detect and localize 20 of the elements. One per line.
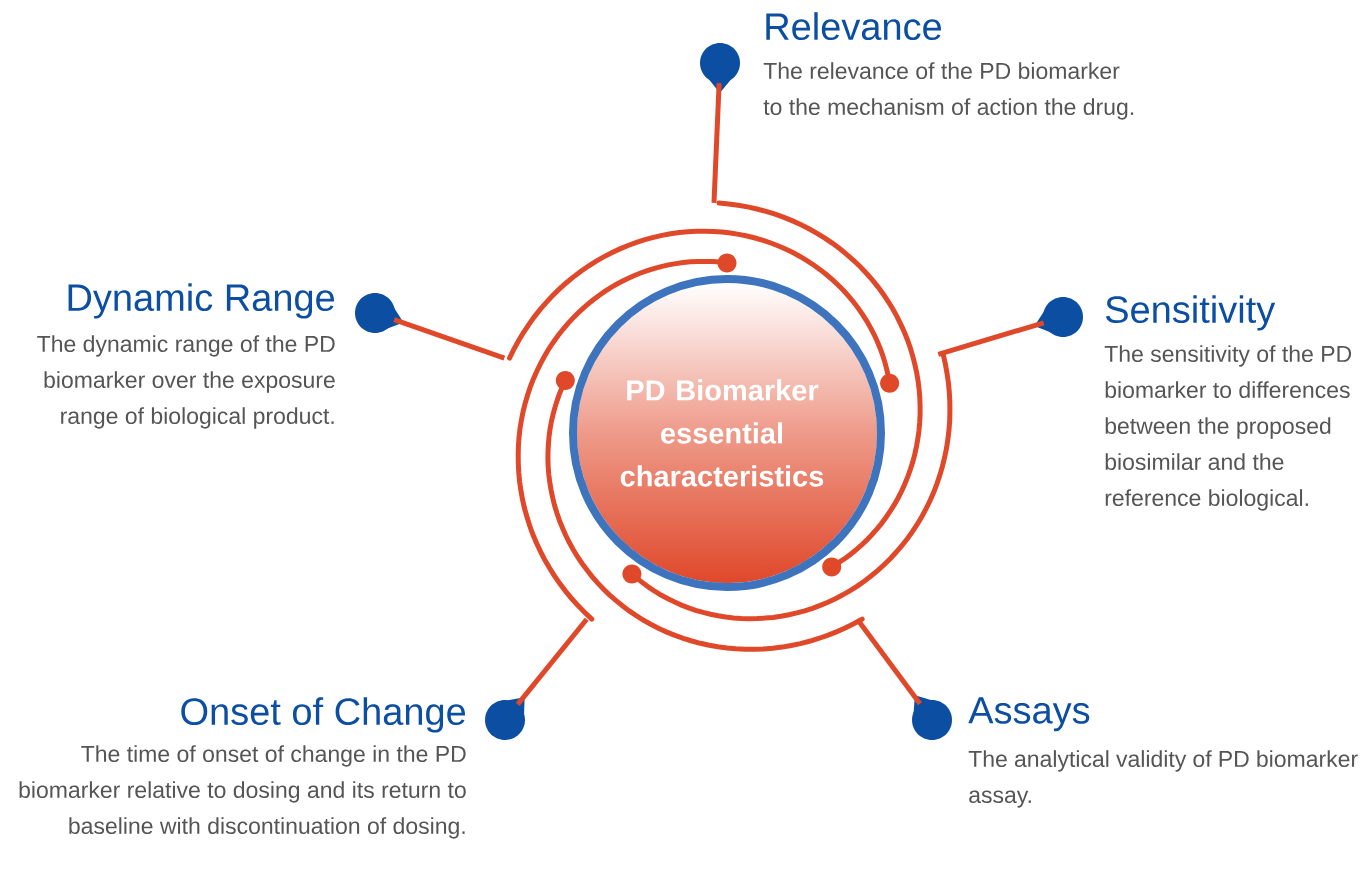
description-text: The dynamic range of the PD biomarker over the exposure range of biological product. [37,335,335,429]
pin-marker [355,293,404,333]
heading-text: Relevance [766,12,942,41]
pin-marker [1034,297,1083,337]
connector-line [855,617,922,706]
connector-line [711,83,722,204]
pin-marker [912,695,952,740]
pin-marker [485,697,525,740]
pin-marker [700,43,740,93]
description-text: The time of onset of change in the PD biomarker relative to dosing and its return to baseline with discontinuation of dosing. [19,745,466,839]
connector-line [393,317,506,361]
description-text: The analytical validity of PD biomarker assay. [968,750,1358,808]
heading-text: Dynamic Range [68,283,335,319]
heading-text: Sensitivity [1105,295,1276,331]
connector-line [937,320,1045,357]
description-text: The relevance of the PD biomarker to the mechanism of action the drug. [763,62,1134,120]
heading-text: Onset of Change [181,697,466,733]
description-text: The sensitivity of the PD biomarker to differences between the proposed biosimilar and the reference biological. [1104,345,1352,511]
connector-line [515,617,589,706]
heading-text: Assays [968,697,1090,732]
